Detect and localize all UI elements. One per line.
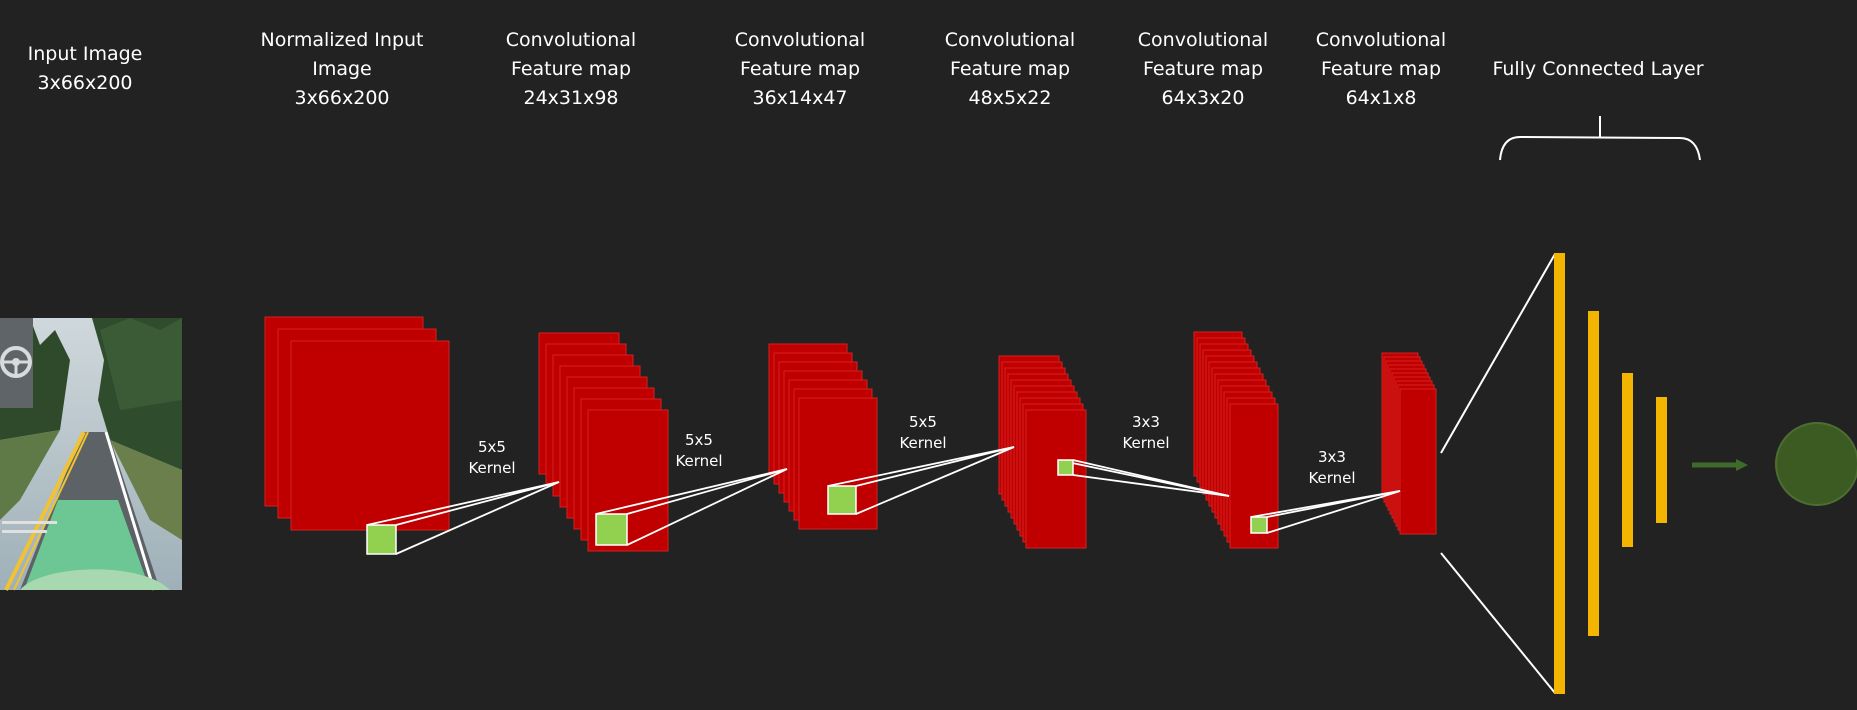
- output-node-icon: [1775, 422, 1857, 506]
- fc-funnel-lines: [1440, 253, 1556, 694]
- road-camera-image-icon: [0, 318, 182, 591]
- kernel-projection-line: [366, 481, 560, 526]
- kernel-projection-line: [1266, 490, 1401, 534]
- feature-map-stack-norm: [264, 316, 450, 531]
- feature-map-slice: [1025, 409, 1087, 549]
- feature-map-slice: [290, 340, 450, 531]
- kernel-projection-line: [395, 481, 560, 555]
- overlay-text-line-1: [2, 521, 57, 524]
- kernel-square-1: [366, 524, 397, 555]
- kernel-projection-line: [1072, 459, 1230, 497]
- funnel-line-bottom: [1440, 552, 1556, 694]
- feature-map-slice: [1399, 388, 1437, 535]
- kernel-square-5: [1250, 516, 1268, 534]
- kernel-projection-line: [626, 468, 788, 546]
- fc-layer-2: [1588, 311, 1599, 636]
- brace-icon: [1499, 116, 1701, 161]
- steering-wheel-icon: [0, 318, 33, 408]
- kernel-projection-line: [1266, 490, 1401, 518]
- kernel-projection-line: [855, 446, 1015, 515]
- kernel-square-2: [595, 513, 628, 546]
- kernel-projection-line: [626, 468, 788, 515]
- funnel-line-top: [1440, 253, 1556, 454]
- kernel-square-4: [1057, 459, 1074, 476]
- fc-layer-4: [1656, 397, 1667, 523]
- fc-layers: [1554, 253, 1667, 694]
- fc-layer-3: [1622, 373, 1633, 547]
- kernel-projection-line: [395, 481, 560, 526]
- feature-map-stack-conv2: [768, 343, 878, 530]
- kernel-projection-line: [595, 468, 788, 515]
- kernel-projection-line: [827, 446, 1015, 487]
- arrow-right-icon: [1692, 459, 1748, 471]
- overlay-text-line-2: [2, 530, 47, 533]
- kernel-projection-line: [855, 446, 1015, 487]
- kernel-square-3: [827, 485, 857, 515]
- feature-map-stack-conv3: [998, 355, 1087, 549]
- title-fully-connected: Fully Connected Layer: [1492, 58, 1704, 80]
- feature-map-stack-conv1: [538, 332, 669, 552]
- fc-layer-1: [1554, 253, 1565, 694]
- kernel-projection-line: [1072, 474, 1230, 497]
- feature-map-stack-conv4: [1193, 331, 1279, 549]
- feature-map-stack-conv5: [1381, 352, 1437, 535]
